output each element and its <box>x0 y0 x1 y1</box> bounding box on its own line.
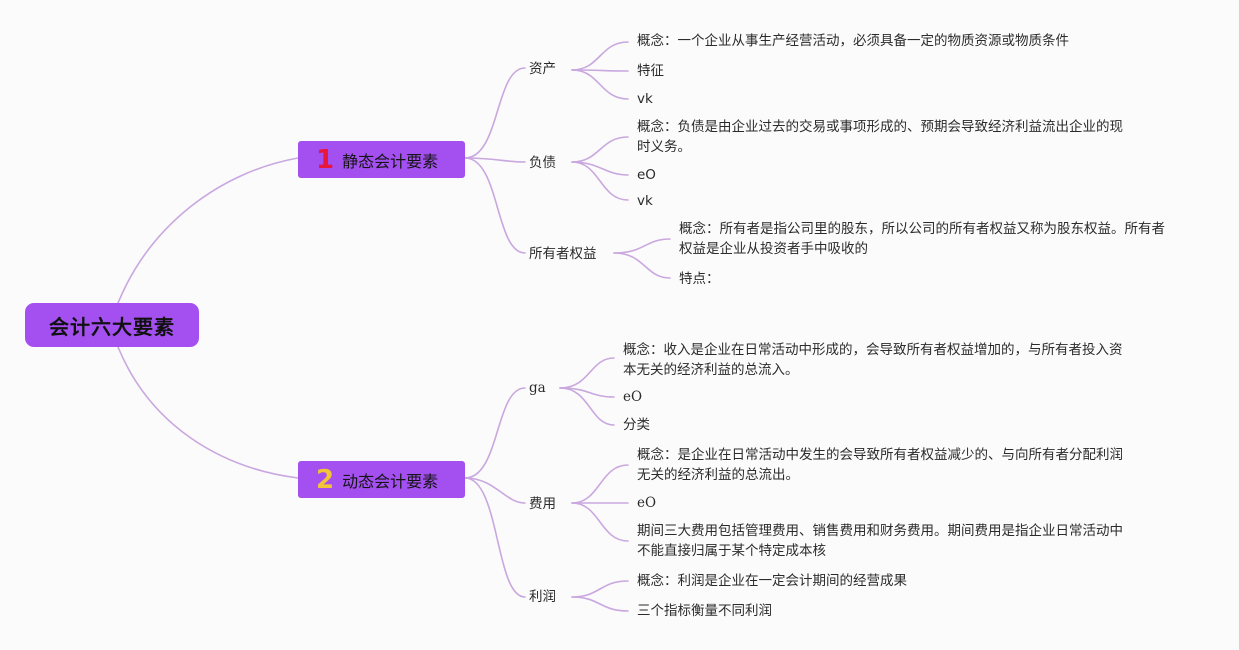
leaf-liability-concept[interactable]: 概念：负债是由企业过去的交易或事项形成的、预期会导致经济利益流出企业的现时义务。 <box>637 119 1123 155</box>
link-b2-profit <box>464 477 526 598</box>
link-root-branch-2 <box>117 346 299 479</box>
leaf-expense-concept[interactable]: 概念：是企业在日常活动中发生的会导致所有者权益减少的、与向所有者分配利润无关的经… <box>637 447 1123 483</box>
leaf-equity-concept[interactable]: 概念：所有者是指公司里的股东，所以公司的所有者权益又称为股东权益。所有者权益是企… <box>679 221 1165 257</box>
leaf-expense-eo[interactable]: eO <box>637 495 657 511</box>
leaf-equity-characteristics[interactable]: 特点： <box>679 271 720 287</box>
leaf-asset-vk[interactable]: vk <box>637 91 653 107</box>
link-asset-1 <box>571 41 629 71</box>
node-expense[interactable]: 费用 <box>529 496 556 512</box>
branch-label: 动态会计要素 <box>342 471 439 491</box>
node-profit[interactable]: 利润 <box>529 589 556 605</box>
link-b2-revenue <box>464 387 526 479</box>
link-root-branch-1 <box>117 157 299 304</box>
link-profit-1 <box>571 580 629 598</box>
leaf-asset-concept[interactable]: 概念：一个企业从事生产经营活动，必须具备一定的物质资源或物质条件 <box>637 33 1069 49</box>
branch-label: 静态会计要素 <box>342 151 439 171</box>
link-asset-3 <box>571 69 629 100</box>
number-one-badge-icon: 1 <box>316 144 335 175</box>
leaf-liability-eo[interactable]: eO <box>637 167 656 183</box>
leaf-revenue-category[interactable]: 分类 <box>623 417 650 433</box>
link-b1-liability <box>464 157 526 163</box>
leaf-asset-feature[interactable]: 特征 <box>637 63 664 79</box>
link-equity-2 <box>613 252 671 279</box>
leaf-profit-concept[interactable]: 概念：利润是企业在一定会计期间的经营成果 <box>637 573 907 589</box>
link-expense-1 <box>571 464 629 504</box>
leaf-revenue-concept[interactable]: 概念：收入是企业在日常活动中形成的，会导致所有者权益增加的，与所有者投入资本无关… <box>623 342 1123 378</box>
link-expense-3 <box>571 502 629 542</box>
link-liability-3 <box>571 161 629 201</box>
leaf-liability-vk[interactable]: vk <box>637 193 653 209</box>
root-node[interactable]: 会计六大要素 <box>25 303 199 347</box>
node-asset[interactable]: 资产 <box>529 61 556 77</box>
branch-dynamic-elements[interactable]: 2 动态会计要素 <box>298 461 465 498</box>
node-ga[interactable]: ga <box>529 380 546 396</box>
link-revenue-1 <box>559 357 615 389</box>
link-equity-1 <box>613 238 671 254</box>
link-b1-equity <box>464 157 526 254</box>
node-owner-equity[interactable]: 所有者权益 <box>529 246 597 262</box>
branch-static-elements[interactable]: 1 静态会计要素 <box>298 141 465 178</box>
leaf-expense-period-costs[interactable]: 期间三大费用包括管理费用、销售费用和财务费用。期间费用是指企业日常活动中不能直接… <box>637 523 1123 559</box>
number-two-badge-icon: 2 <box>316 464 335 495</box>
leaf-revenue-eo[interactable]: eO <box>623 389 643 405</box>
leaf-profit-indicators[interactable]: 三个指标衡量不同利润 <box>637 603 772 619</box>
link-b1-asset <box>464 67 526 159</box>
root-label: 会计六大要素 <box>49 314 175 339</box>
link-profit-2 <box>571 596 629 612</box>
link-liability-1 <box>571 136 629 163</box>
link-b2-expense <box>464 477 526 504</box>
link-revenue-3 <box>559 387 615 426</box>
node-liability[interactable]: 负债 <box>529 155 556 171</box>
